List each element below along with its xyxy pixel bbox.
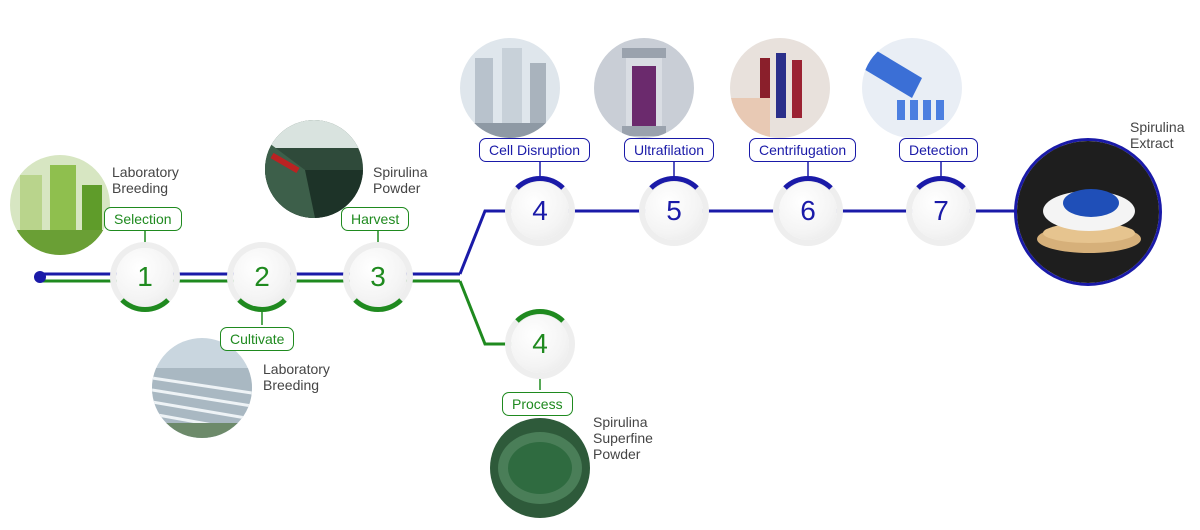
step-3-node: 3: [343, 248, 413, 312]
selection-caption: Laboratory Breeding: [112, 164, 179, 196]
step-4-process-node: 4: [505, 309, 575, 373]
laboratory-flask-photo: [10, 155, 110, 255]
caption-line: Breeding: [263, 377, 320, 393]
step-6-node: 6: [773, 176, 843, 240]
cell-disruption-equipment-photo: [460, 38, 560, 138]
centrifugation-tubes-photo: [730, 38, 830, 138]
step-1-node: 1: [110, 248, 180, 312]
caption-line: Breeding: [112, 180, 169, 196]
centrifugation-label: Centrifugation: [749, 138, 857, 162]
cultivation-greenhouse-photo: [152, 338, 252, 438]
harvest-label: Harvest: [341, 207, 410, 231]
ultrafilation-label: Ultrafilation: [624, 138, 715, 162]
detection-lab-photo: [862, 38, 962, 138]
step-7-node: 7: [906, 176, 976, 240]
cell-disruption-label: Cell Disruption: [479, 138, 591, 162]
ultrafiltration-column-photo: [594, 38, 694, 138]
caption-line: Spirulina: [1130, 119, 1185, 135]
step-5-node: 5: [639, 176, 709, 240]
process-caption: Spirulina Superfine Powder: [593, 414, 653, 462]
detection-label: Detection: [899, 138, 979, 162]
selection-label: Selection: [104, 207, 182, 231]
process-label: Process: [502, 392, 573, 416]
spirulina-extract-photo: [1014, 138, 1162, 286]
cultivate-caption: Laboratory Breeding: [263, 361, 330, 393]
cultivate-label: Cultivate: [220, 327, 295, 351]
caption-line: Extract: [1130, 135, 1174, 151]
start-dot: [34, 271, 46, 283]
caption-line: Laboratory: [263, 361, 330, 377]
harvest-photo: [265, 120, 363, 218]
extract-caption: Spirulina Extract: [1130, 119, 1184, 151]
caption-line: Powder: [373, 180, 421, 196]
caption-line: Laboratory: [112, 164, 179, 180]
harvest-caption: Spirulina Powder: [373, 164, 427, 196]
caption-line: Spirulina: [373, 164, 428, 180]
step-2-node: 2: [227, 248, 297, 312]
caption-line: Superfine: [593, 430, 653, 446]
step-4-cell-disruption-node: 4: [505, 176, 575, 240]
superfine-powder-photo: [490, 418, 590, 518]
caption-line: Powder: [593, 446, 641, 462]
caption-line: Spirulina: [593, 414, 648, 430]
